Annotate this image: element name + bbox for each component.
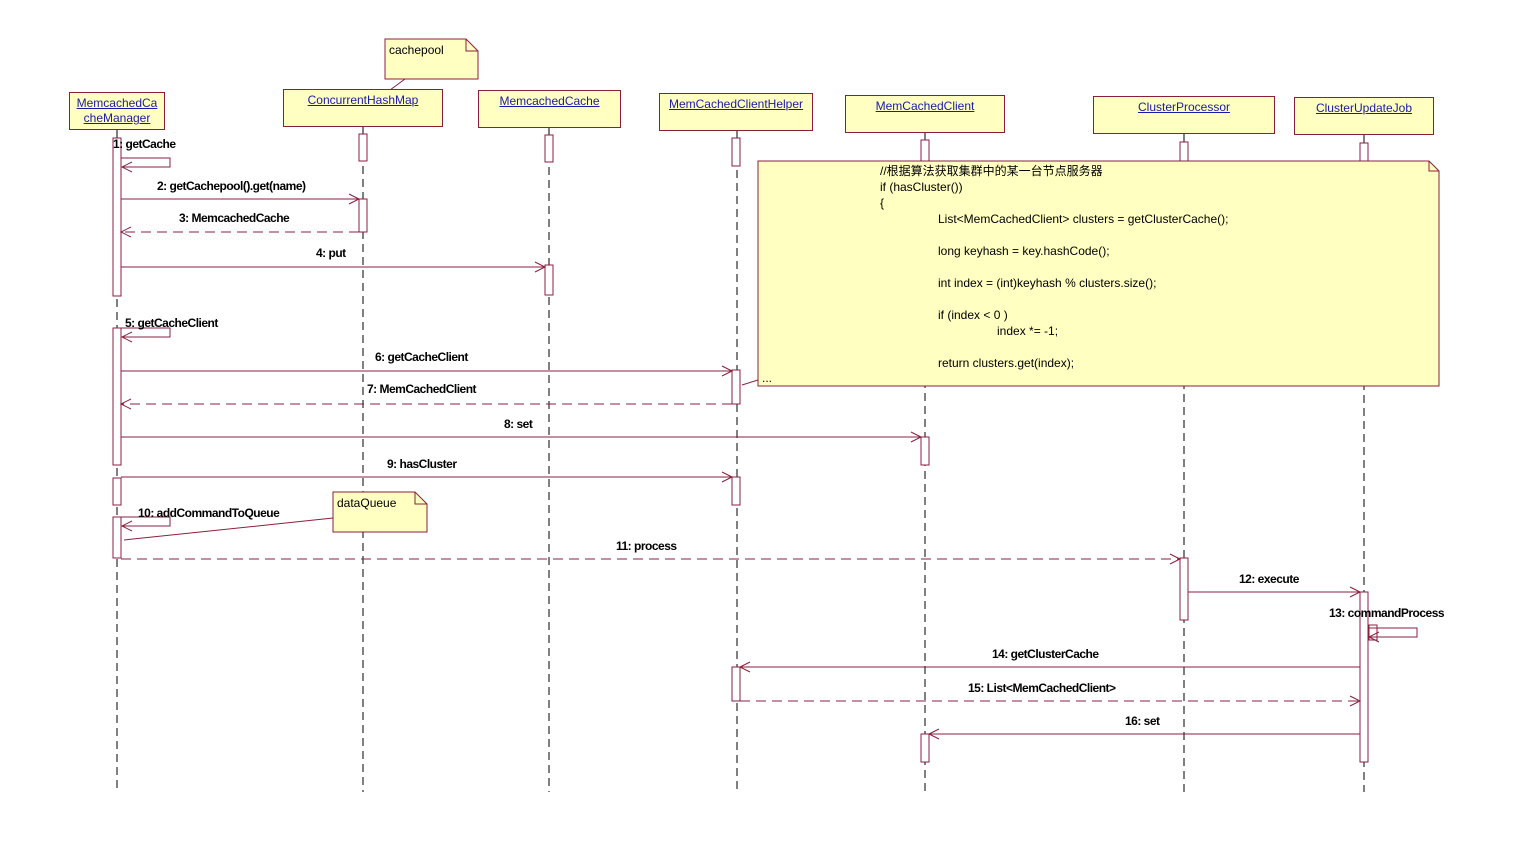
code-line: index *= -1;: [997, 324, 1059, 338]
code-line: if (index < 0 ): [938, 308, 1008, 322]
self-message-arrow: [121, 516, 171, 527]
message-label: 8: set: [504, 417, 533, 431]
object-memcached-client[interactable]: MemCachedClient: [845, 95, 1005, 133]
activation-bar: [112, 516, 122, 559]
object-label: MemCachedClientHelper: [668, 97, 804, 111]
arrowhead: [721, 365, 734, 377]
arrowhead: [910, 431, 923, 443]
activation-bar: [1179, 557, 1189, 621]
message-label: 9: hasCluster: [387, 457, 457, 471]
arrowhead: [120, 520, 133, 532]
arrowhead: [348, 193, 361, 205]
message-label: 15: List<MemCachedClient>: [968, 681, 1116, 695]
activation-bar: [731, 137, 741, 167]
object-memcached-cache-manager[interactable]: MemcachedCa cheManager: [69, 92, 165, 130]
message-label: 5: getCacheClient: [125, 316, 218, 330]
activation-bar: [544, 264, 554, 296]
self-message-arrow: [121, 157, 171, 168]
message-label: 3: MemcachedCache: [179, 211, 290, 225]
note-cachepool: [384, 38, 479, 80]
arrowhead: [119, 398, 132, 410]
code-line: //根据算法获取集群中的某一台节点服务器: [880, 164, 1103, 178]
arrowhead: [1349, 695, 1362, 707]
note-cachepool-fold: [465, 39, 478, 52]
activation-bar: [112, 327, 122, 466]
arrowhead: [721, 471, 734, 483]
message-label: 6: getCacheClient: [375, 350, 468, 364]
arrowhead: [738, 661, 751, 673]
message-label: 2: getCachepool().get(name): [157, 179, 306, 193]
arrowhead: [120, 331, 133, 343]
message-label: 12: execute: [1239, 572, 1299, 586]
message-label: 16: set: [1125, 714, 1160, 728]
message-label: 7: MemCachedClient: [367, 382, 477, 396]
activation-bar: [112, 477, 122, 506]
arrowhead: [1169, 553, 1182, 565]
note-code: [757, 160, 1440, 387]
note-cachepool-text: cachepool: [389, 43, 444, 57]
code-line: if (hasCluster()): [880, 180, 963, 194]
activation-bar: [358, 133, 368, 162]
arrowhead: [1349, 586, 1362, 598]
arrowhead: [119, 226, 132, 238]
object-label: MemcachedCache: [499, 94, 600, 108]
activation-bar: [731, 666, 741, 702]
code-line: int index = (int)keyhash % clusters.size…: [938, 276, 1157, 290]
object-concurrent-hash-map[interactable]: ConcurrentHashMap: [283, 89, 443, 127]
message-label: 14: getClusterCache: [992, 647, 1099, 661]
note-data-queue-text: dataQueue: [337, 496, 397, 510]
arrowhead: [534, 261, 547, 273]
activation-bar: [920, 733, 930, 763]
code-line: long keyhash = key.hashCode();: [938, 244, 1110, 258]
code-ellipsis: ...: [762, 371, 773, 385]
object-label: ClusterUpdateJob: [1315, 101, 1413, 115]
self-message-arrow: [1368, 627, 1418, 638]
self-message-arrow: [121, 327, 171, 338]
arrowhead: [927, 728, 940, 740]
activation-bar: [112, 137, 122, 297]
note-data-queue: [332, 491, 428, 533]
code-line: List<MemCachedClient> clusters = getClus…: [938, 212, 1229, 226]
code-line: {: [880, 196, 885, 210]
arrowhead: [1367, 631, 1380, 643]
activation-bar: [731, 369, 741, 405]
object-label: MemCachedClient: [875, 99, 975, 113]
message-label: 13: commandProcess: [1329, 606, 1445, 620]
object-memcached-client-helper[interactable]: MemCachedClientHelper: [659, 93, 813, 131]
object-cluster-processor[interactable]: ClusterProcessor: [1093, 96, 1275, 134]
object-label: MemcachedCa cheManager: [76, 96, 158, 125]
activation-bar: [920, 436, 930, 466]
object-cluster-update-job[interactable]: ClusterUpdateJob: [1294, 97, 1434, 135]
object-label: ClusterProcessor: [1137, 100, 1231, 114]
object-memcached-cache[interactable]: MemcachedCache: [478, 90, 621, 128]
message-label: 1: getCache: [113, 137, 176, 151]
message-label: 4: put: [316, 246, 346, 260]
object-label: ConcurrentHashMap: [307, 93, 419, 107]
activation-bar: [544, 134, 554, 163]
note-code-fold: [1428, 161, 1439, 172]
note-data-queue-fold: [414, 492, 427, 505]
code-line: return clusters.get(index);: [938, 356, 1075, 370]
message-label: 10: addCommandToQueue: [138, 506, 280, 520]
activation-bar: [1359, 591, 1369, 763]
note-anchor: [741, 379, 759, 386]
note-anchor: [123, 517, 334, 541]
activation-bar: [731, 476, 741, 506]
note-anchor: [389, 78, 406, 91]
arrowhead: [120, 161, 133, 173]
message-label: 11: process: [616, 539, 677, 553]
activation-bar: [358, 198, 368, 233]
